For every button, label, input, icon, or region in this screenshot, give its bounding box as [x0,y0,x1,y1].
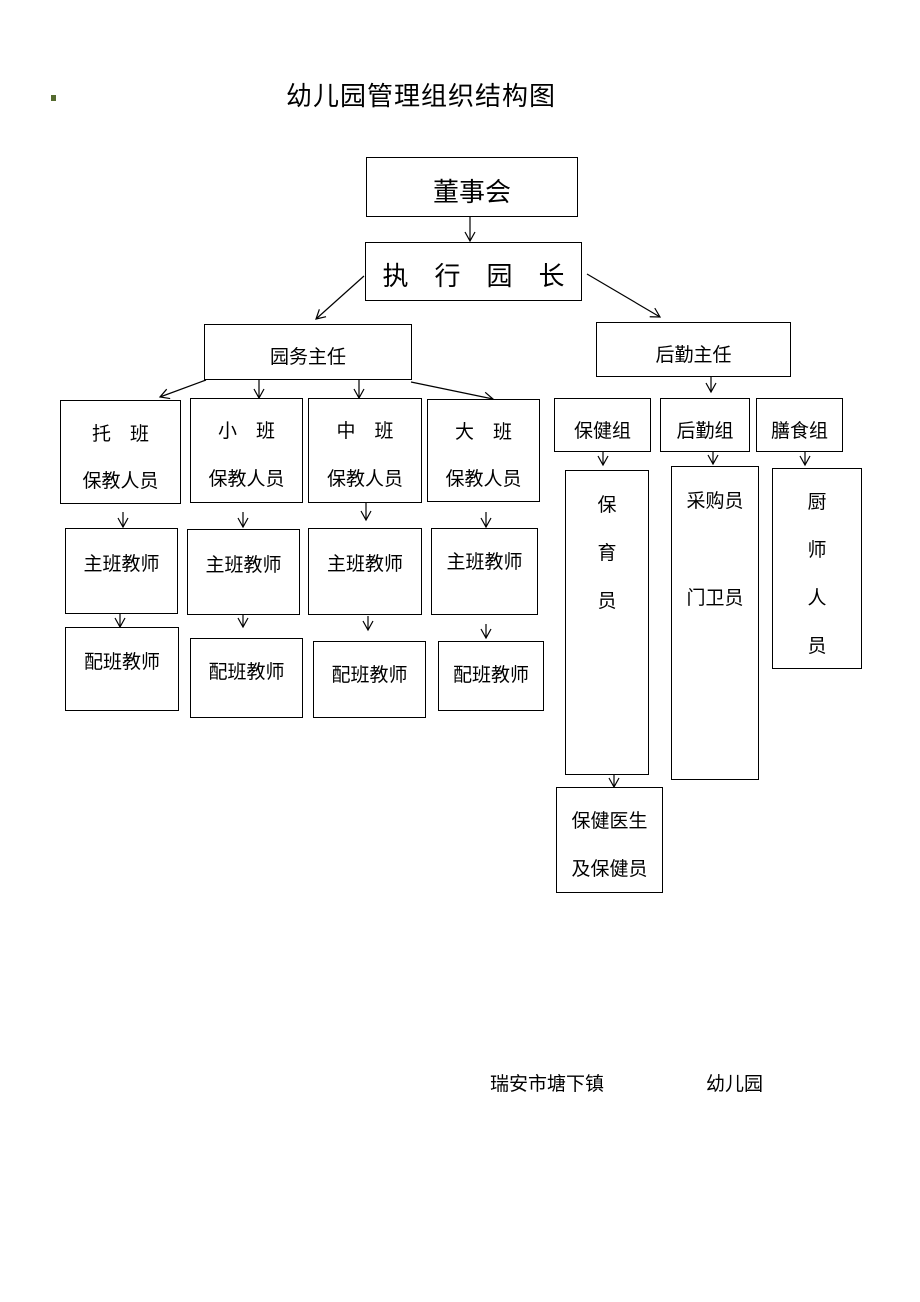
assistant-teacher-label: 配班教师 [331,664,408,686]
group-label: 后勤组 [676,420,734,442]
executive-label: 执 行 园 长 [382,262,565,292]
purchasing-guard-box: 采购员 门卫员 [671,466,759,780]
assistant-teacher-box-middle: 配班教师 [313,641,426,718]
group-label: 膳食组 [770,420,828,442]
board-label: 董事会 [432,178,511,208]
head-teacher-box-middle: 主班教师 [308,528,422,615]
head-teacher-box-large: 主班教师 [431,528,538,615]
staff-char: 保 [597,494,617,516]
class-box-small: 小 班 保教人员 [190,398,303,503]
class-staff-label: 保教人员 [82,470,159,492]
head-teacher-label: 主班教师 [83,553,160,575]
head-teacher-label: 主班教师 [205,554,282,576]
logistics-director-label: 后勤主任 [655,344,732,366]
assistant-teacher-box-small: 配班教师 [190,638,303,718]
head-teacher-label: 主班教师 [326,553,403,575]
head-teacher-label: 主班教师 [446,551,523,573]
class-box-toddler: 托 班 保教人员 [60,400,181,504]
assistant-teacher-label: 配班教师 [208,661,285,683]
board-box: 董事会 [366,157,578,217]
staff-char: 员 [807,635,827,657]
class-name: 中 班 [336,420,394,442]
health-staff-line2: 及保健员 [571,858,648,880]
class-name: 托 班 [91,423,149,445]
executive-box: 执 行 园 长 [365,242,582,301]
health-staff-line1: 保健医生 [571,810,648,832]
purchaser-label: 采购员 [686,490,744,512]
staff-char: 厨 [807,491,827,513]
group-label: 保健组 [573,420,631,442]
head-teacher-box-toddler: 主班教师 [65,528,178,614]
class-box-large: 大 班 保教人员 [427,399,540,502]
group-box-catering: 膳食组 [756,398,843,452]
head-teacher-box-small: 主班教师 [187,529,300,615]
staff-char: 人 [807,587,827,609]
kitchen-staff-box: 厨 师 人 员 [772,468,862,669]
class-name: 大 班 [454,421,512,443]
group-box-health: 保健组 [554,398,651,452]
staff-char: 师 [807,539,827,561]
corner-marker [51,95,56,101]
affairs-director-box: 园务主任 [204,324,412,380]
staff-char: 员 [597,590,617,612]
childcare-staff-box: 保 育 员 [565,470,649,775]
assistant-teacher-label: 配班教师 [83,651,160,673]
class-name: 小 班 [217,420,275,442]
footer-location: 瑞安市塘下镇 [490,1073,605,1095]
health-staff-box: 保健医生 及保健员 [556,787,663,893]
assistant-teacher-label: 配班教师 [452,664,529,686]
logistics-director-box: 后勤主任 [596,322,791,377]
class-staff-label: 保教人员 [326,468,403,490]
assistant-teacher-box-toddler: 配班教师 [65,627,179,711]
footer-org: 幼儿园 [706,1073,764,1095]
guard-label: 门卫员 [686,587,744,609]
assistant-teacher-box-large: 配班教师 [438,641,544,711]
group-box-logistics: 后勤组 [660,398,750,452]
class-box-middle: 中 班 保教人员 [308,398,422,503]
class-staff-label: 保教人员 [445,468,522,490]
affairs-director-label: 园务主任 [269,346,346,368]
staff-char: 育 [597,542,617,564]
class-staff-label: 保教人员 [208,468,285,490]
page-title: 幼儿园管理组织结构图 [286,82,557,112]
